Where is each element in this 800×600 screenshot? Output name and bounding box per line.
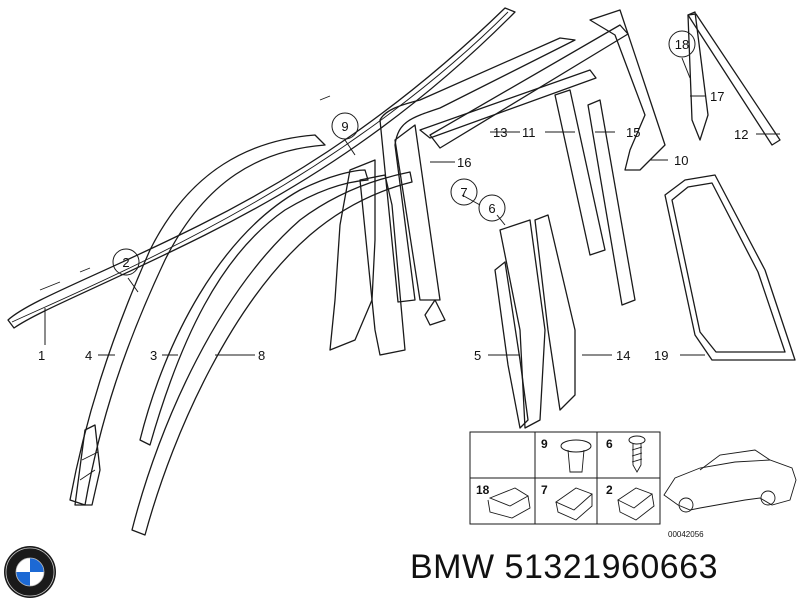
callout-17: 17 [710,89,724,104]
bmw-logo [4,546,56,598]
clip-2-drawing [617,487,655,521]
roof-molding-strip [7,7,516,329]
callout-18-circled: 18 [675,37,689,52]
b-pillar-trim [329,24,629,356]
circled-callouts: 2 9 18 7 6 [112,30,696,276]
quarter-frame-11-15 [554,89,636,306]
callout-3: 3 [150,348,157,363]
legend-num-9: 9 [541,437,548,451]
callout-16: 16 [457,155,471,170]
quarter-glass-seal-19 [664,174,796,361]
corner-pieces [589,9,709,171]
pillar-trims-5-14 [494,214,576,429]
callout-10: 10 [674,153,688,168]
door-molding-8 [131,171,413,536]
callout-11: 11 [522,125,536,140]
window-frame-seal-4 [69,134,326,506]
callout-5: 5 [474,348,481,363]
legend-num-6: 6 [606,437,613,451]
callout-14: 14 [616,348,630,363]
image-code: 00042056 [668,530,704,539]
part-number-caption: BMW 51321960663 [410,548,719,586]
clip-7-drawing [555,487,593,521]
callout-9-circled: 9 [341,119,348,134]
strip-12 [687,13,781,146]
clip-18-drawing [487,487,531,519]
callout-1: 1 [38,348,45,363]
legend-num-7: 7 [541,483,548,497]
callout-7-circled: 7 [460,185,467,200]
fastener-legend: 9 6 18 7 2 [469,431,797,539]
callout-19: 19 [654,348,668,363]
legend-num-18: 18 [476,483,490,497]
screw-6-drawing [628,435,646,473]
callout-12: 12 [734,127,748,142]
legend-num-2: 2 [606,483,613,497]
callout-2-circled: 2 [122,255,129,270]
callout-6-circled: 6 [488,201,495,216]
callout-13: 13 [493,125,507,140]
door-strip-3 [139,169,369,446]
leader-lines [44,57,780,356]
callout-4: 4 [85,348,92,363]
callout-15: 15 [626,125,640,140]
clip-9-drawing [560,439,592,473]
callout-8: 8 [258,348,265,363]
callout-numbers: 1 4 3 8 5 14 19 16 13 11 15 10 12 17 [38,89,748,363]
car-thumbnail [663,449,797,513]
